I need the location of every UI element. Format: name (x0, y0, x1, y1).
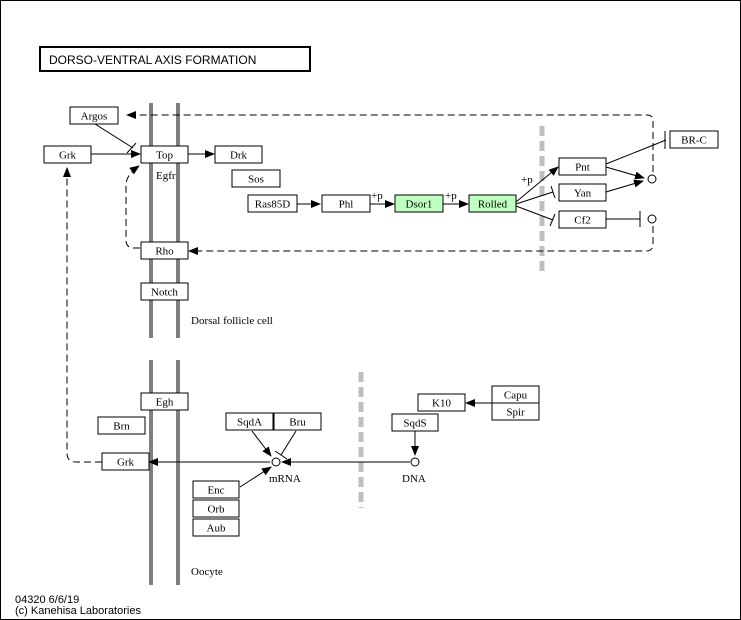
gene-box-yan[interactable]: Yan (558, 183, 607, 202)
gene-box-top[interactable]: Top (140, 145, 189, 164)
inhibit-argos-top (94, 123, 134, 149)
feedback-to-rho (188, 226, 654, 255)
svg-text:Grk: Grk (117, 457, 135, 469)
gene-box-phl[interactable]: Phl (321, 194, 371, 213)
gene-box-capu[interactable]: Capu (491, 385, 540, 404)
phosphorylation-label: +p (445, 190, 457, 202)
gene-box-aub[interactable]: Aub (192, 518, 240, 537)
phosphorylation-label: +p (371, 190, 383, 202)
dorsal-follicle-cell-label: Dorsal follicle cell (191, 315, 273, 327)
gene-box-sqda[interactable]: SqdA (225, 412, 274, 431)
svg-text:Enc: Enc (207, 485, 224, 497)
footer-id: 04320 6/6/19 (15, 594, 79, 606)
svg-text:Cf2: Cf2 (574, 215, 591, 227)
svg-text:Capu: Capu (504, 390, 528, 402)
node-circle (647, 174, 657, 184)
svg-text:Brn: Brn (113, 421, 130, 433)
egfr-label: Egfr (156, 170, 176, 182)
gene-box-dsor1[interactable]: Dsor1 (394, 194, 444, 213)
dashed-rho-top (125, 165, 140, 249)
svg-text:Rho: Rho (155, 246, 174, 258)
dna-node (410, 457, 420, 467)
arrow-rolled-yan (515, 191, 554, 205)
feedback-to-argos (126, 111, 654, 172)
inhibit-bar (274, 450, 288, 460)
dashed-grk-grk (63, 167, 102, 463)
gene-box-grk[interactable]: Grk (43, 145, 92, 164)
svg-text:Ras85D: Ras85D (255, 199, 291, 211)
svg-text:Drk: Drk (230, 150, 248, 162)
dna-label: DNA (402, 473, 426, 485)
arrow-pnt-node (605, 166, 645, 180)
svg-text:SqdA: SqdA (237, 417, 262, 429)
arrow-rolled-pnt (515, 166, 559, 203)
arrow-yan-node (605, 179, 644, 193)
svg-text:Egh: Egh (156, 397, 174, 409)
gene-box-cf2[interactable]: Cf2 (558, 210, 607, 229)
svg-text:Argos: Argos (81, 111, 108, 123)
gene-box-brn[interactable]: Brn (97, 416, 146, 435)
gene-box-rolled[interactable]: Rolled (468, 194, 517, 213)
svg-text:Grk: Grk (59, 150, 77, 162)
arrow-enc-mrna (239, 466, 272, 488)
mrna-label: mRNA (269, 473, 301, 485)
pathway-title: DORSO-VENTRAL AXIS FORMATION (39, 46, 311, 72)
gene-box-k10[interactable]: K10 (417, 393, 466, 412)
svg-text:Orb: Orb (207, 504, 225, 516)
phosphorylation-label: +p (521, 174, 533, 186)
svg-text:Pnt: Pnt (575, 162, 590, 174)
gene-box-rho[interactable]: Rho (140, 241, 189, 260)
arrow-sqda-mrna (251, 430, 272, 457)
gene-box-drk[interactable]: Drk (214, 145, 263, 164)
inhibit-bar (550, 185, 556, 199)
svg-text:Dsor1: Dsor1 (406, 199, 433, 211)
gene-box-enc[interactable]: Enc (192, 480, 240, 499)
gene-box-orb[interactable]: Orb (192, 499, 240, 518)
gene-box-notch[interactable]: Notch (140, 282, 189, 301)
svg-text:Notch: Notch (151, 287, 178, 299)
svg-text:Aub: Aub (207, 523, 226, 535)
gene-box-spir[interactable]: Spir (491, 402, 540, 421)
svg-text:SqdS: SqdS (403, 418, 426, 430)
gene-box-argos[interactable]: Argos (69, 106, 119, 125)
svg-text:DORSO-VENTRAL AXIS FORMATION: DORSO-VENTRAL AXIS FORMATION (49, 53, 256, 67)
inhibit-bru (280, 430, 297, 456)
svg-text:Sos: Sos (248, 174, 264, 186)
mrna-node (271, 457, 281, 467)
svg-text:Yan: Yan (574, 188, 592, 200)
connections (63, 111, 667, 488)
svg-text:Spir: Spir (506, 407, 525, 419)
inhibit-bar (549, 213, 556, 227)
svg-text:K10: K10 (432, 398, 451, 410)
svg-text:BR-C: BR-C (681, 135, 707, 147)
inhibit-brc (605, 139, 667, 165)
arrow-rolled-cf2 (515, 205, 554, 221)
node-circle (647, 214, 657, 224)
gene-box-grk-oocyte[interactable]: Grk (101, 452, 150, 471)
gene-box-sqds[interactable]: SqdS (391, 413, 439, 432)
gene-box-ras85d[interactable]: Ras85D (247, 194, 298, 213)
svg-text:Rolled: Rolled (478, 199, 508, 211)
inhibit-bar (126, 142, 137, 154)
oocyte-label: Oocyte (191, 566, 223, 578)
gene-box-egh[interactable]: Egh (140, 392, 189, 411)
footer-copyright: (c) Kanehisa Laboratories (15, 605, 141, 617)
gene-box-brc[interactable]: BR-C (669, 130, 719, 149)
gene-box-sos[interactable]: Sos (231, 169, 281, 188)
gene-box-pnt[interactable]: Pnt (558, 157, 607, 176)
gene-box-bru[interactable]: Bru (273, 412, 322, 431)
svg-text:Phl: Phl (339, 199, 354, 211)
svg-text:Bru: Bru (289, 417, 306, 429)
svg-text:Top: Top (156, 150, 173, 162)
